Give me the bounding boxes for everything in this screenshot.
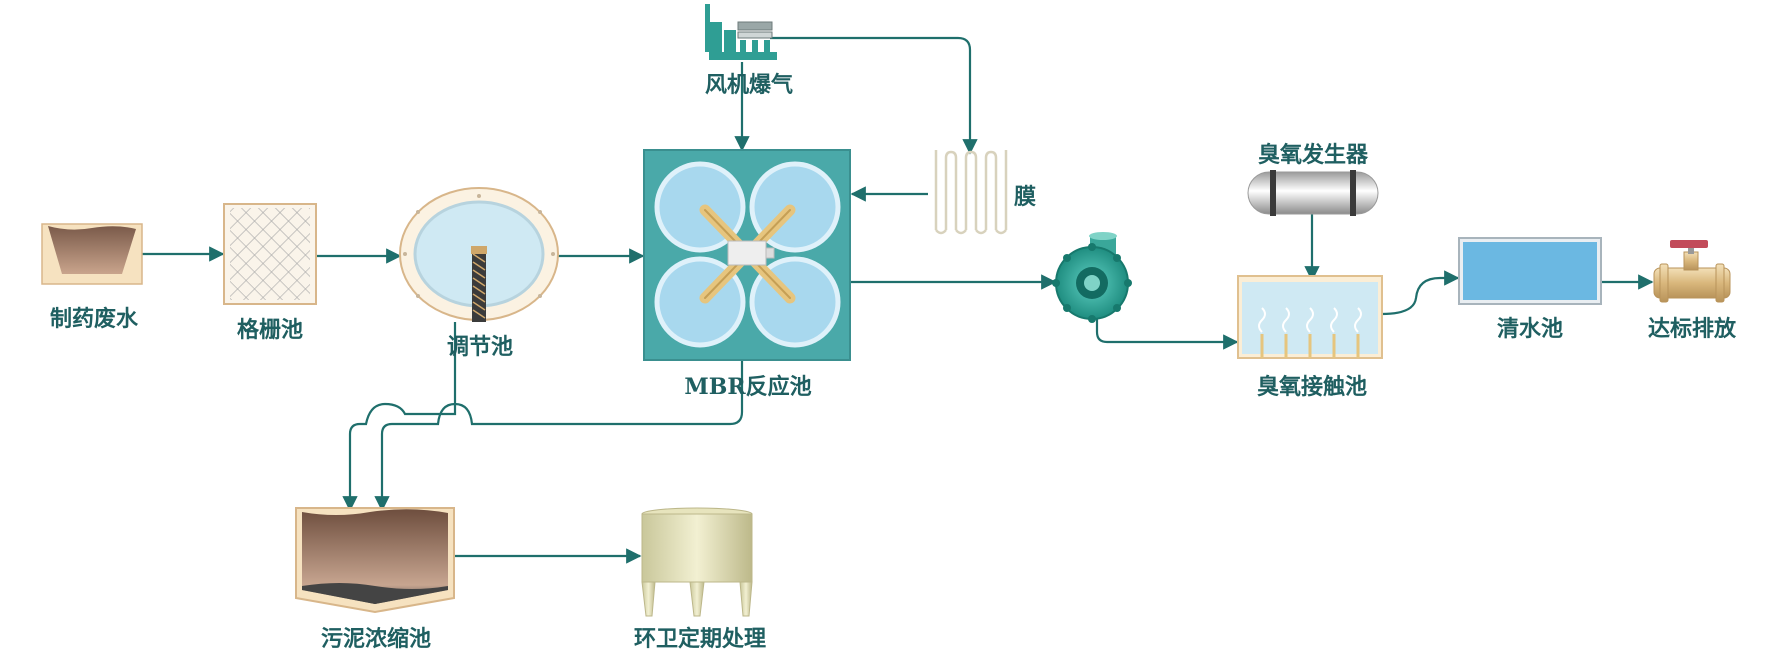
label-mbr-reactor: MBR反应池 — [684, 374, 811, 400]
label-ozone-contact-tank: 臭氧接触池 — [1257, 374, 1367, 400]
flow-equalization-sludge-to-thickener — [342, 322, 457, 512]
centrifugal-pump-icon — [1052, 232, 1132, 323]
membrane-module-icon: 膜 — [934, 150, 1036, 235]
label-sanitation-disposal: 环卫定期处理 — [634, 626, 766, 652]
blower-fan-icon: 风机爆气 — [705, 4, 793, 98]
clear-water-tank: 清水池 — [1458, 237, 1602, 342]
equalization-tank: 调节池 — [399, 187, 559, 360]
flow-contact-to-clear-water — [1381, 270, 1460, 316]
flow-blower-to-membrane — [770, 36, 978, 155]
label-blower-aeration: 风机爆气 — [705, 72, 793, 98]
flow-lines — [142, 36, 1654, 564]
sludge-thickener-tank: 污泥浓缩池 — [295, 507, 455, 652]
mbr-reactor: MBR反应池 — [643, 149, 851, 400]
label-pharma-wastewater: 制药废水 — [50, 306, 139, 332]
label-equalization-tank: 调节池 — [447, 334, 513, 360]
ozone-generator-cylinder-icon: 臭氧发生器 — [1247, 142, 1379, 216]
flow-pump-to-ozone-contact — [1095, 318, 1239, 350]
label-compliant-discharge: 达标排放 — [1648, 316, 1737, 342]
sanitation-storage-tank: 环卫定期处理 — [634, 507, 766, 652]
label-screen-tank: 格栅池 — [237, 317, 303, 343]
ozone-contact-tank: 臭氧接触池 — [1237, 275, 1383, 400]
label-clear-water-tank: 清水池 — [1497, 316, 1563, 342]
label-ozone-generator: 臭氧发生器 — [1258, 142, 1369, 168]
label-membrane: 膜 — [1014, 184, 1036, 210]
label-sludge-thickener: 污泥浓缩池 — [321, 626, 431, 652]
agitator-ladder-icon — [471, 246, 487, 322]
ozone-bubbles — [1258, 307, 1362, 333]
screen-tank: 格栅池 — [223, 203, 317, 343]
pharma-wastewater-tank: 制药废水 — [41, 223, 143, 332]
discharge-valve-icon: 达标排放 — [1648, 240, 1737, 342]
